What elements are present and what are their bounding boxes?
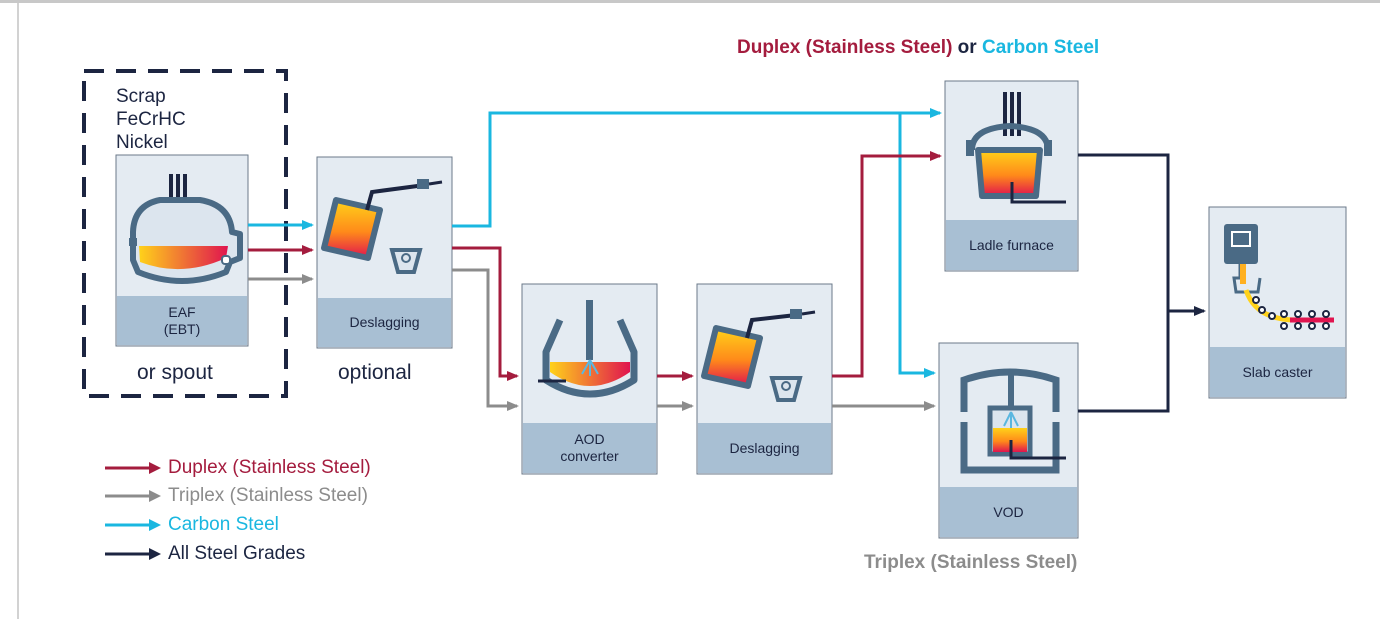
ladle-label: Ladle furnace: [969, 236, 1054, 253]
aod-converter-icon: [538, 300, 638, 398]
vod-vessel-icon: [960, 368, 1066, 474]
arrow-carbon-to-vod: [898, 113, 936, 378]
deslag1-label: Deslagging: [349, 314, 420, 330]
legend-duplex-arrow: [105, 462, 161, 474]
legend-carbon-label: Carbon Steel: [168, 514, 279, 535]
eaf-furnace-icon: [129, 174, 243, 284]
eaf-label: EAF (EBT): [117, 296, 247, 345]
deslag2-label: Deslagging: [729, 439, 800, 456]
eaf-label-line2: (EBT): [163, 320, 201, 337]
aod-label-line2: converter: [560, 448, 619, 464]
legend-carbon-arrow: [105, 519, 161, 531]
deslag2-ladle-icon: [701, 309, 816, 402]
deslag2-box: [696, 283, 833, 475]
input-scrap: Scrap: [116, 86, 166, 107]
deslag1-note: optional: [338, 361, 412, 384]
input-nickel: Nickel: [116, 132, 168, 153]
eaf-label-line1: EAF: [168, 303, 196, 320]
header-or: or: [952, 37, 982, 58]
header-title: Duplex (Stainless Steel) or Carbon Steel: [737, 37, 1099, 59]
legend-triplex-arrow: [105, 490, 161, 502]
arrow-all-vod-slab: [1078, 311, 1170, 413]
deslag1-box: [316, 156, 453, 349]
arrow-all-ladle-slab: [1078, 153, 1170, 311]
deslag1-ladle-icon: [321, 179, 443, 274]
input-dashed-region: [82, 69, 288, 398]
ladle-furnace-icon: [966, 92, 1066, 204]
header-carbon: Carbon Steel: [981, 37, 1100, 58]
slab-caster-icon: [1224, 224, 1334, 330]
slab-label: Slab caster: [1242, 363, 1313, 380]
legend-duplex-label: Duplex (Stainless Steel): [168, 457, 371, 478]
aod-label: AOD converter: [523, 423, 656, 473]
eaf-note: or spout: [137, 361, 213, 384]
ladle-furnace-box: [944, 80, 1079, 272]
frame-top-border: [0, 0, 1380, 3]
arrow-duplex-deslag2-ladle: [832, 151, 942, 378]
input-fecrhc: FeCrHC: [116, 109, 186, 130]
arrow-carbon-deslag1-ladle: [452, 108, 942, 228]
vod-box: [938, 342, 1079, 539]
arrow-duplex-deslag1-aod: [452, 246, 519, 381]
header-duplex: Duplex (Stainless Steel): [737, 37, 953, 58]
legend-all-arrow: [105, 548, 161, 560]
slab-caster-box: [1208, 206, 1347, 399]
eaf-box: [115, 154, 249, 347]
arrow-triplex-deslag1-aod: [452, 268, 519, 411]
aod-box: [521, 283, 658, 475]
frame-left-border: [17, 3, 19, 619]
aod-label-line1: AOD: [574, 431, 605, 447]
legend-all-label: All Steel Grades: [168, 543, 306, 564]
legend-triplex-label: Triplex (Stainless Steel): [168, 485, 368, 506]
triplex-bottom-label: Triplex (Stainless Steel): [864, 552, 1078, 573]
vod-label: VOD: [993, 503, 1024, 520]
